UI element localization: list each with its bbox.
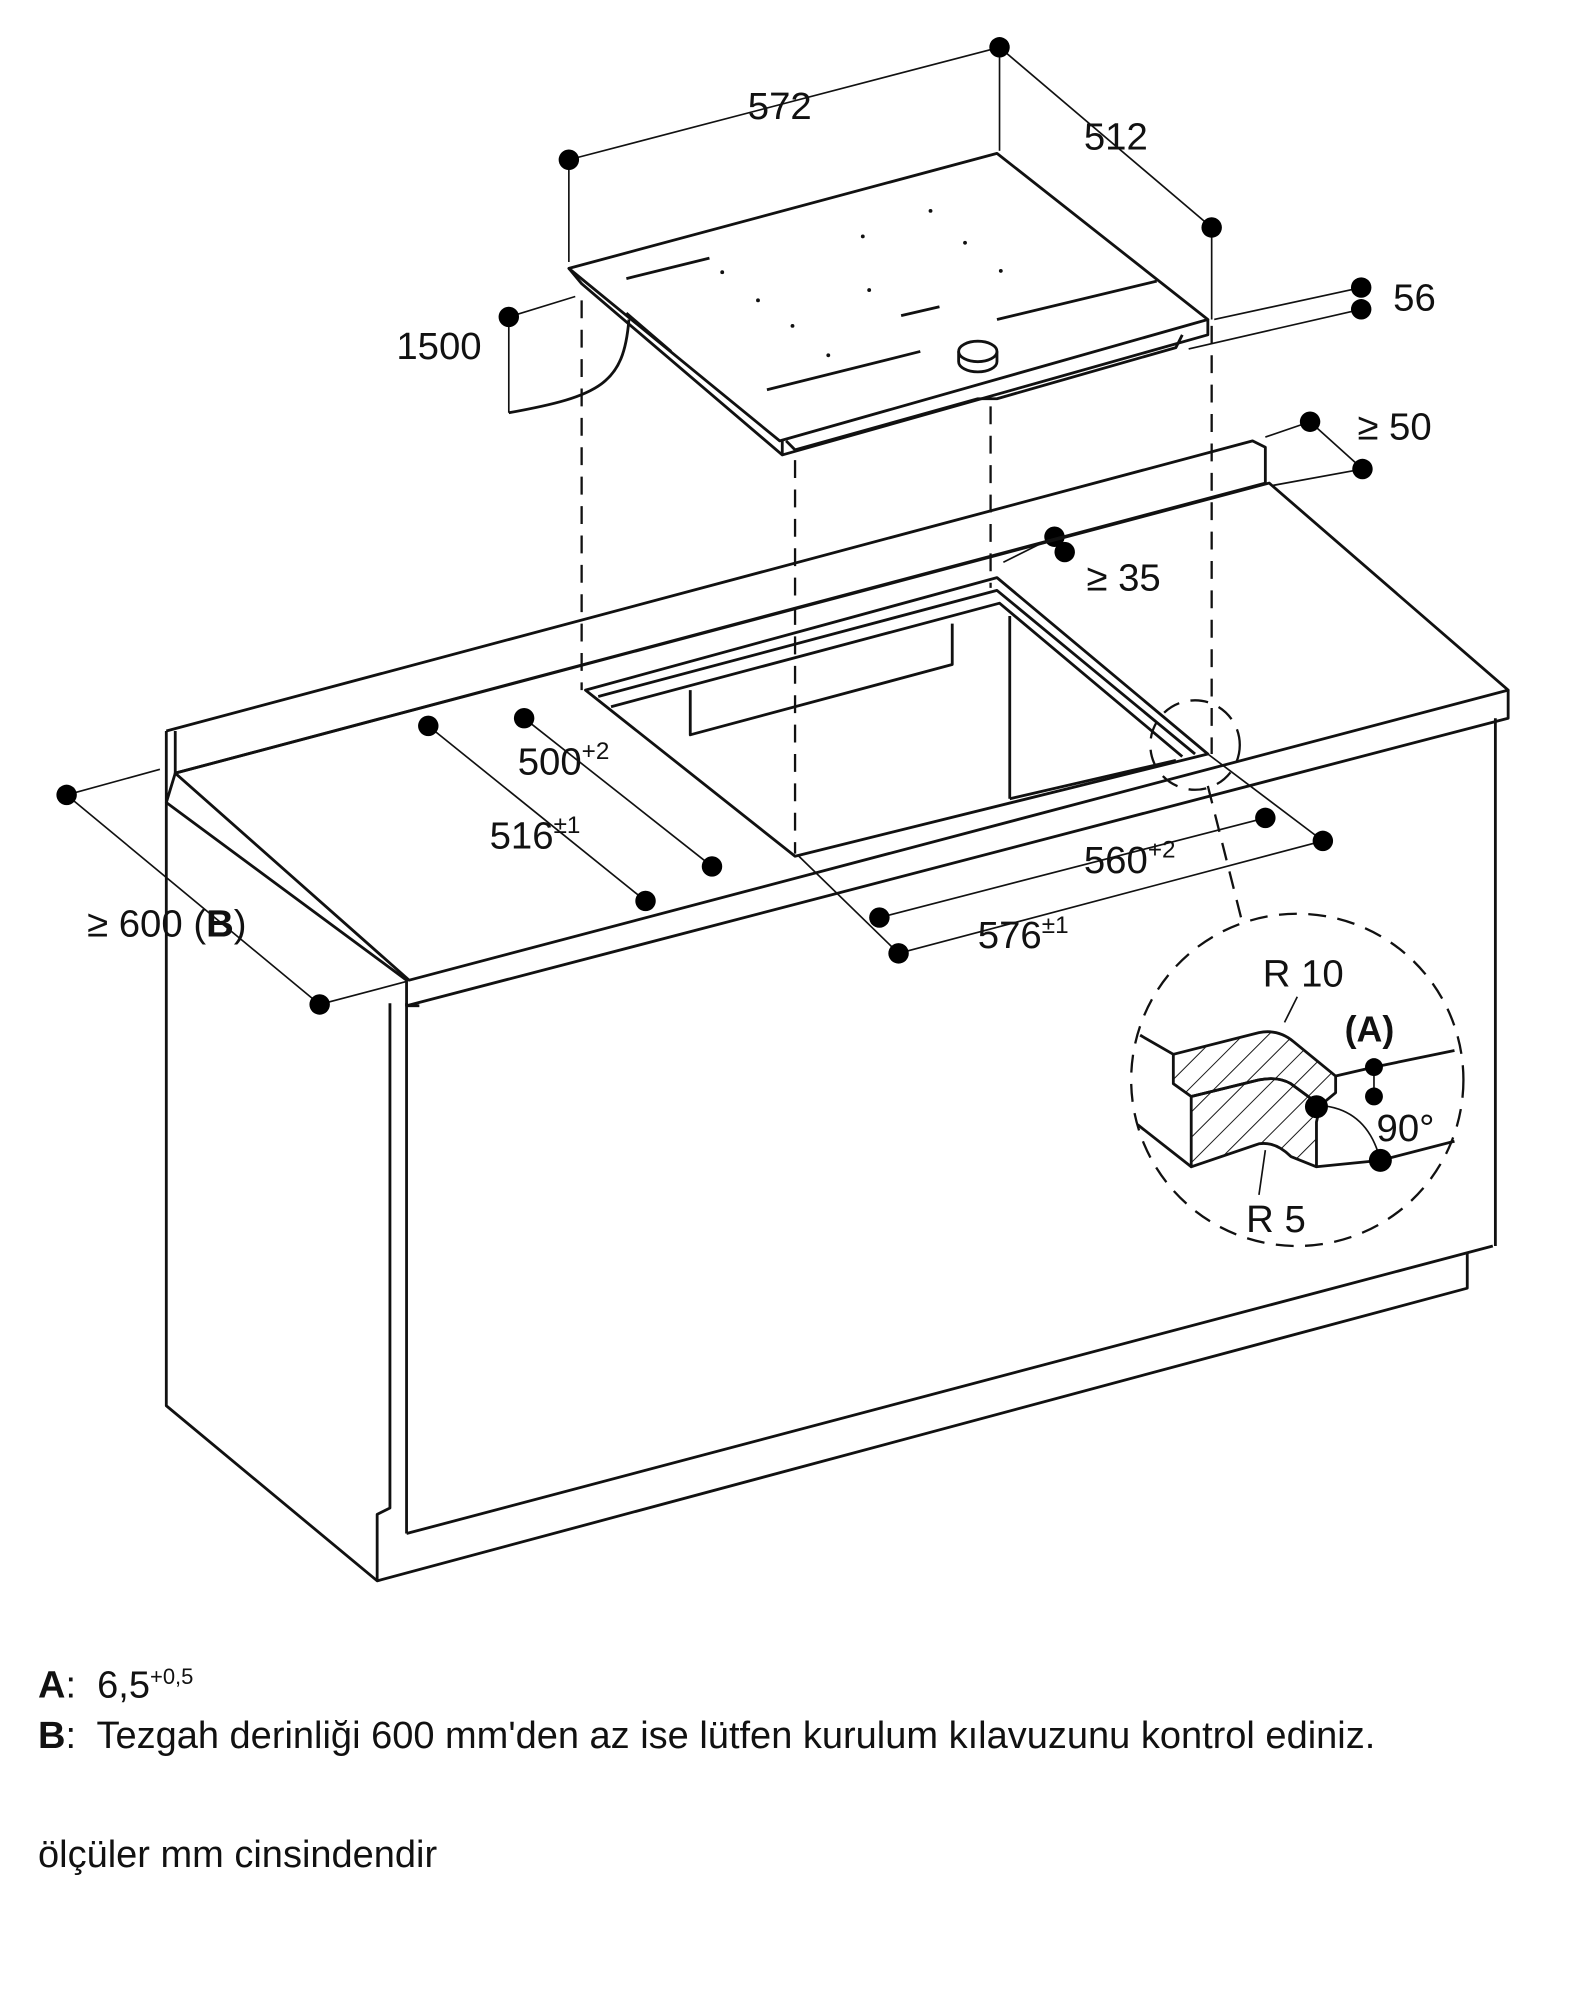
angle-label: 90° xyxy=(1377,1107,1435,1150)
dim-cutout-depth: 500+2 xyxy=(518,738,610,783)
ref-a-label: (A) xyxy=(1345,1010,1395,1050)
dim-hob-height: 56 xyxy=(1393,277,1436,320)
dim-rebate-width: 576±1 xyxy=(978,912,1069,957)
note-b-text: Tezgah derinliği 600 mm'den az ise lütfe… xyxy=(96,1714,1376,1757)
dim-rear-clearance: ≥ 50 xyxy=(1357,406,1431,449)
hob-dimensions: 572 512 56 1500 ≥ 50 ≥ 35 xyxy=(396,37,1436,599)
hob xyxy=(508,151,1210,457)
note-b-label: B xyxy=(38,1714,66,1757)
edge-detail: R 10 R 5 (A) 90° xyxy=(1130,699,1465,1248)
dim-worktop-depth: ≥ 600 (B) xyxy=(87,903,247,946)
note-a-value: 6,5 xyxy=(97,1664,150,1707)
dim-cutout-rear-gap: ≥ 35 xyxy=(1086,556,1160,599)
radius-top-label: R 10 xyxy=(1263,953,1344,996)
note-a: A: 6,5+0,5 xyxy=(38,1664,194,1707)
worktop-cabinet xyxy=(164,439,1510,1583)
cutout-dimensions: 500+2 516±1 560+2 576±1 ≥ 600 (B) xyxy=(56,707,1334,1015)
radius-bottom-label: R 5 xyxy=(1246,1198,1306,1241)
dim-hob-width: 572 xyxy=(748,85,812,128)
note-a-label: A xyxy=(38,1664,66,1707)
units-note: ölçüler mm cinsindendir xyxy=(38,1834,438,1876)
dim-hob-depth: 512 xyxy=(1084,116,1148,159)
footnotes: A: 6,5+0,5 B: Tezgah derinliği 600 mm'de… xyxy=(38,1652,1375,1761)
dim-cable-length: 1500 xyxy=(396,325,481,368)
dim-rebate-depth: 516±1 xyxy=(490,812,581,857)
note-b: B: Tezgah derinliği 600 mm'den az ise lü… xyxy=(38,1714,1376,1757)
dim-cutout-width: 560+2 xyxy=(1084,837,1176,882)
note-a-tolerance: +0,5 xyxy=(149,1664,194,1689)
knob-icon xyxy=(957,339,999,364)
